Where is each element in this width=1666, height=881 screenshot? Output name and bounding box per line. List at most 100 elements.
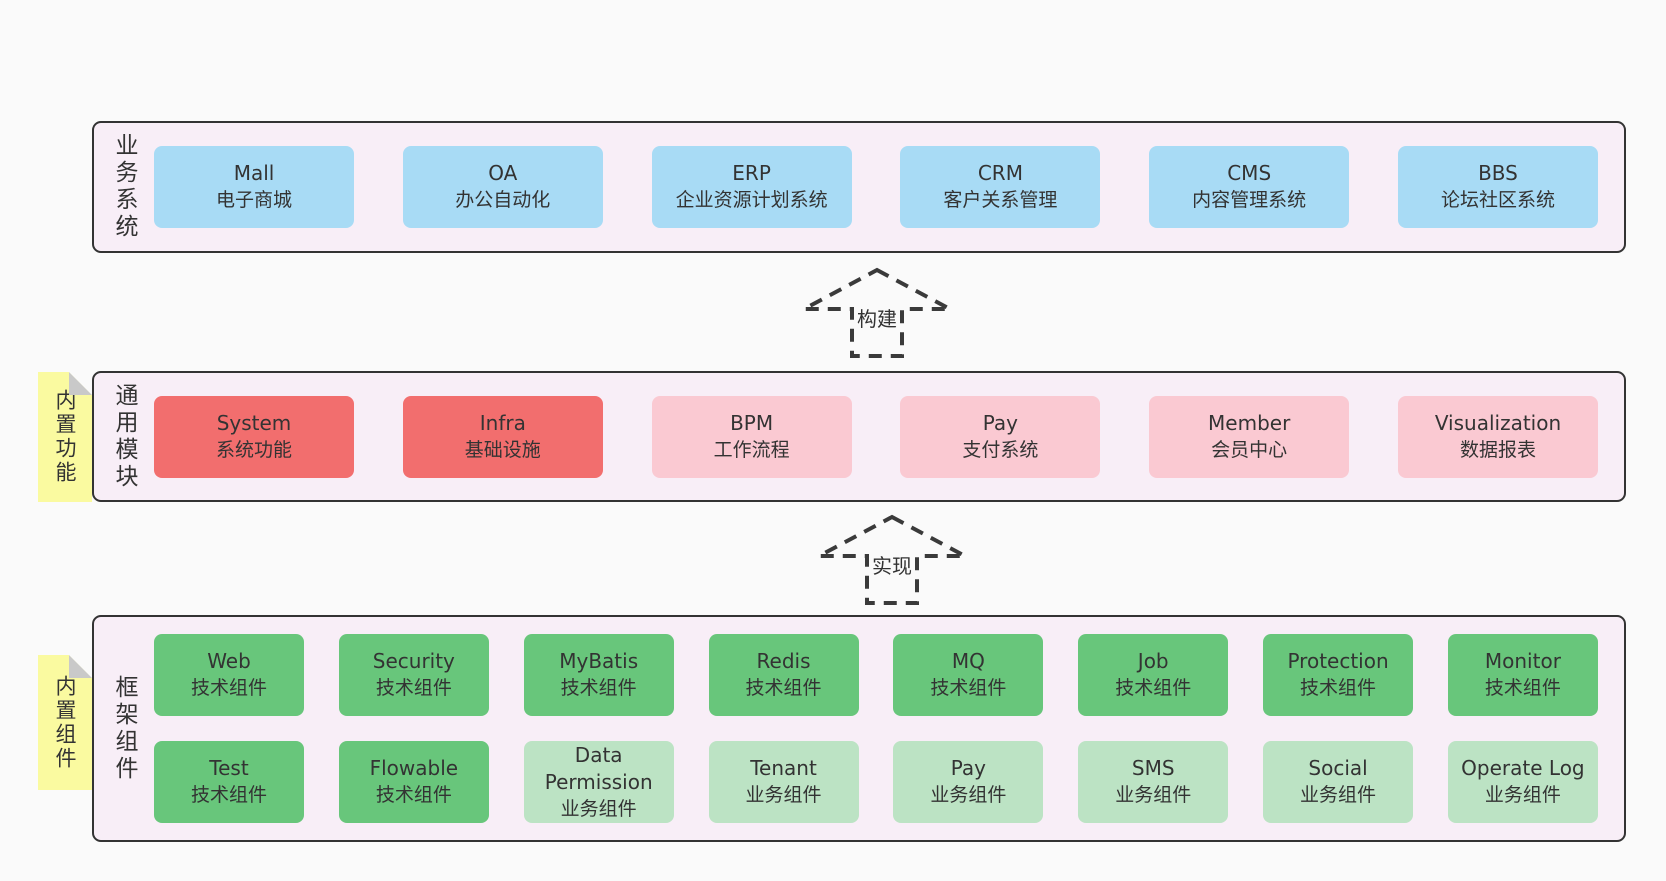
box-visualization: Visualization 数据报表 [1397,395,1598,478]
box-title: Member [1208,410,1291,435]
box-title: CMS [1227,161,1272,185]
box-social: Social 业务组件 [1263,741,1414,823]
box-subtitle: 技术组件 [745,677,822,699]
box-mq: MQ 技术组件 [893,634,1044,716]
box-data-permission: Data Permission 业务组件 [523,741,674,823]
box-mybatis: MyBatis 技术组件 [523,634,674,716]
box-subtitle: 办公自动化 [455,189,551,211]
box-title: BBS [1478,161,1518,185]
note-text: 内置功能 [53,389,77,485]
box-infra: Infra 基础设施 [402,395,603,478]
box-title: Web [207,649,251,673]
box-security: Security 技术组件 [338,634,489,716]
layer-label-modules: 通用模块 [111,382,137,491]
note-built-in-functions: 内置功能 [38,372,92,502]
box-redis: Redis 技术组件 [708,634,859,716]
box-title: Security [372,649,455,673]
box-subtitle: 论坛社区系统 [1440,189,1555,211]
box-subtitle: 内容管理系统 [1192,189,1307,211]
box-title: Data Permission [544,742,653,794]
box-subtitle: 业务组件 [1300,784,1377,806]
box-title: Operate Log [1461,756,1585,780]
note-built-in-components: 内置组件 [38,655,92,790]
box-pay-biz: Pay 业务组件 [893,741,1044,823]
box-subtitle: 基础设施 [464,438,541,461]
box-subtitle: 技术组件 [190,677,267,699]
box-operate-log: Operate Log 业务组件 [1447,741,1598,823]
box-pay: Pay 支付系统 [900,395,1101,478]
business-rows: Mall 电子商城 OA 办公自动化 ERP 企业资源计划系统 CRM 客户关系… [154,123,1624,251]
modules-rows: System 系统功能 Infra 基础设施 BPM 工作流程 Pay 支付系统… [154,373,1624,500]
layer-business-systems: 业务系统 Mall 电子商城 OA 办公自动化 ERP 企业资源计划系统 CRM… [92,121,1626,253]
box-protection: Protection 技术组件 [1263,634,1414,716]
box-web: Web 技术组件 [154,634,304,716]
box-subtitle: 支付系统 [962,438,1039,461]
box-title: Protection [1287,649,1389,673]
box-subtitle: 系统功能 [215,438,292,461]
box-sms: SMS 业务组件 [1078,741,1229,823]
box-title: System [216,410,292,435]
box-bbs: BBS 论坛社区系统 [1397,146,1598,228]
box-job: Job 技术组件 [1078,634,1229,716]
box-subtitle: 技术组件 [930,677,1007,699]
box-subtitle: 电子商城 [215,189,292,211]
components-row-1: Web 技术组件 Security 技术组件 MyBatis 技术组件 Redi… [154,634,1598,716]
box-title: SMS [1131,756,1175,780]
box-subtitle: 技术组件 [190,784,267,806]
note-text: 内置组件 [53,674,77,771]
box-subtitle: 业务组件 [745,784,822,806]
box-title: OA [488,161,518,185]
box-subtitle: 业务组件 [560,797,637,820]
implement-arrow: 实现 [818,514,966,606]
box-cms: CMS 内容管理系统 [1149,146,1350,228]
box-subtitle: 技术组件 [1484,677,1561,699]
box-title: Monitor [1484,649,1561,673]
layer-label-components: 框架组件 [111,674,137,783]
box-subtitle: 工作流程 [713,438,790,461]
box-bpm: BPM 工作流程 [651,395,852,478]
box-subtitle: 业务组件 [1484,784,1561,806]
build-arrow: 构建 [803,267,951,359]
box-subtitle: 数据报表 [1459,438,1536,461]
box-tenant: Tenant 业务组件 [708,741,859,823]
box-title: BPM [730,410,774,435]
box-monitor: Monitor 技术组件 [1447,634,1598,716]
box-oa: OA 办公自动化 [402,146,603,228]
box-title: Tenant [750,756,817,780]
box-title: Pay [950,756,986,780]
box-title: Visualization [1434,410,1562,435]
box-flowable: Flowable 技术组件 [338,741,489,823]
business-row: Mall 电子商城 OA 办公自动化 ERP 企业资源计划系统 CRM 客户关系… [154,146,1598,228]
box-title: Social [1308,756,1368,780]
layer-framework-components: 框架组件 Web 技术组件 Security 技术组件 MyBatis 技术组件… [92,615,1626,842]
box-title: Infra [479,410,526,435]
box-member: Member 会员中心 [1149,395,1350,478]
box-title: CRM [977,161,1023,185]
box-title: MQ [951,649,985,673]
box-title: Redis [756,649,811,673]
box-subtitle: 会员中心 [1211,438,1288,461]
box-subtitle: 技术组件 [375,677,452,699]
box-subtitle: 技术组件 [560,677,637,699]
box-system: System 系统功能 [154,395,354,478]
box-mall: Mall 电子商城 [154,146,354,228]
layer-label-business: 业务系统 [111,133,137,241]
box-title: Test [209,756,249,780]
box-title: Pay [982,410,1019,435]
box-erp: ERP 企业资源计划系统 [651,146,852,228]
box-subtitle: 技术组件 [1115,677,1192,699]
box-title: MyBatis [559,649,639,673]
box-title: Job [1137,649,1169,673]
box-crm: CRM 客户关系管理 [900,146,1101,228]
box-title: ERP [732,161,771,185]
box-subtitle: 企业资源计划系统 [675,189,828,211]
implement-arrow-label: 实现 [870,550,914,579]
box-test: Test 技术组件 [154,741,304,823]
layer-common-modules: 通用模块 System 系统功能 Infra 基础设施 BPM 工作流程 Pay… [92,371,1626,502]
box-subtitle: 业务组件 [930,784,1007,806]
box-title: Mall [233,161,275,185]
components-row-2: Test 技术组件 Flowable 技术组件 Data Permission … [154,741,1598,823]
box-title: Flowable [369,756,459,780]
box-subtitle: 技术组件 [1300,677,1377,699]
